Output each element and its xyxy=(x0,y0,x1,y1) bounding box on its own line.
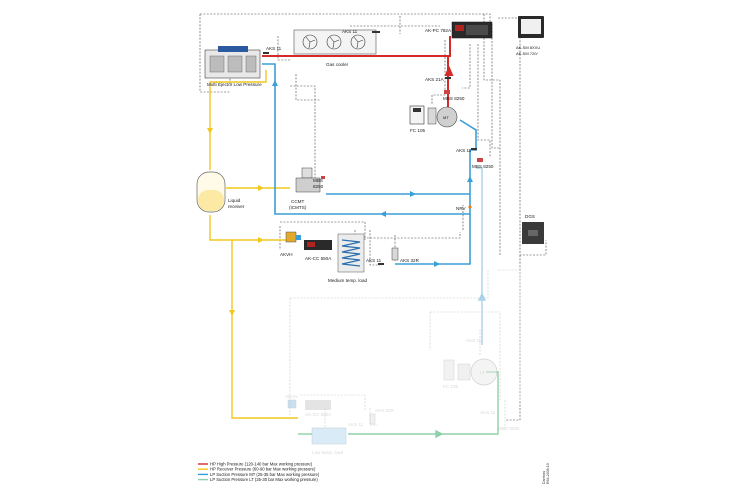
aks11-mt-sensor xyxy=(471,148,477,150)
mt-compressor: MT xyxy=(427,106,458,128)
aks11-lt-label: AKS 11 xyxy=(466,338,482,343)
legend-text-3: LP Suction Pressure LT (25-30 bar Max wo… xyxy=(210,477,318,482)
ak-cc-label: AK-CC 550A xyxy=(305,256,332,261)
dgs-label: DGS xyxy=(525,214,535,219)
akvh-lt-label: AKVH xyxy=(285,394,298,399)
lt-discharge-line xyxy=(476,167,487,345)
ak-sm-monitor: AK-SM 8XXU AK-SM 720/ xyxy=(516,16,544,56)
medium-load-label: Medium temp. load xyxy=(328,278,368,283)
lt-section: FC 105 LT AKS 11 AKVH AK-CC 550A AKS 32R… xyxy=(285,338,520,455)
akvh-label: AKVH xyxy=(280,252,293,257)
medium-temp-load: Medium temp. load xyxy=(328,233,368,283)
receiver-pressure-line xyxy=(209,70,298,419)
aks11-top-label: AKS 11 xyxy=(342,29,358,34)
ak-sm-label-2: AK-SM 720/ xyxy=(516,51,538,56)
mbs-top-label: MBS 8250 xyxy=(443,96,465,101)
aks11-mid-sensor xyxy=(378,263,384,265)
lt-label: LT xyxy=(480,370,485,375)
fc105-label: FC 105 xyxy=(410,128,426,133)
aks11-lt2-label: AKS 11 xyxy=(348,422,364,427)
lt-compressor xyxy=(470,358,498,386)
gas-cooler: Gas cooler xyxy=(293,29,377,67)
mbs-ccmt-label-2: 8250 xyxy=(313,184,324,189)
dgs-detector: DGS xyxy=(522,214,544,244)
nrv-valve xyxy=(468,205,472,209)
akvh-valve: AKVH xyxy=(280,231,301,257)
receiver-label-1: Liquid xyxy=(228,198,241,203)
liquid-receiver: Liquid receiver xyxy=(196,171,245,213)
gas-cooler-label: Gas cooler xyxy=(326,62,349,67)
low-load-label: Low temp. load xyxy=(312,450,344,455)
mbs-ccmt-label: MBS xyxy=(313,178,323,183)
nrv-label: NRV xyxy=(456,206,467,211)
aks11-mid-label: AKS 11 xyxy=(366,258,382,263)
receiver-flow-arrows xyxy=(207,128,264,316)
side-code-2: R64-2036.10 xyxy=(546,463,550,484)
aks32r-sensor: AKS 32R xyxy=(391,247,420,263)
ccmt-label-1: CCMT xyxy=(291,199,304,204)
mbs-mt-label: MBS 8250 xyxy=(472,164,494,169)
mt-flow-arrows xyxy=(272,80,473,267)
aks11-ejector-label: AKS 11 xyxy=(266,46,282,51)
mbs-lt-label: MBS 8250 xyxy=(498,426,520,431)
ak-sm-label: AK-SM 8XXU xyxy=(516,45,540,50)
lt-control-wires xyxy=(289,270,506,428)
aks21a-sensor xyxy=(445,77,451,79)
aks11-mt-label: AKS 11 xyxy=(456,148,472,153)
high-pressure-line xyxy=(262,36,454,110)
ccmt-valve: CCMT (ICMTS) MBS 8250 xyxy=(289,167,325,210)
multi-ejector: Multi Ejector Low Pressure xyxy=(204,46,262,87)
aks11-lt3-label: AKS 11 xyxy=(480,410,496,415)
aks21a-label: AKS 21A xyxy=(425,77,445,82)
aks32r-lt-label: AKS 32R xyxy=(375,408,395,413)
fc105-drive: FC 105 xyxy=(409,105,426,133)
ccmt-label-2: (ICMTS) xyxy=(289,205,307,210)
ak-pc-label: AK-PC 782A xyxy=(425,28,452,33)
ak-pc-controller: AK-PC 782A xyxy=(425,21,493,39)
mt-label: MT xyxy=(443,115,449,120)
mbs-top-sensor xyxy=(444,90,450,94)
legend-text-0: HP High Pressure (120-140 bar Max workin… xyxy=(210,461,313,466)
mbs-mt-sensor xyxy=(477,158,483,162)
pressure-legend: HP High Pressure (120-140 bar Max workin… xyxy=(198,461,320,482)
ak-cc-lt-label: AK-CC 550A xyxy=(305,412,332,417)
gas-cooler-fans xyxy=(302,34,366,50)
lt-boundary xyxy=(498,269,521,400)
aks11-ejector-sensor: AKS 11 xyxy=(263,46,282,54)
side-code-1: Danfoss xyxy=(542,471,546,484)
ejector-label: Multi Ejector Low Pressure xyxy=(207,82,262,87)
ak-cc-controller: AK-CC 550A xyxy=(304,240,332,261)
legend-text-2: LP Suction Pressure MT (25-35 bar Max wo… xyxy=(210,472,320,477)
legend-text-1: HP Receiver Pressure (60-90 bar Max work… xyxy=(210,467,316,472)
control-wires xyxy=(199,13,547,421)
low-temp-load: Low temp. load xyxy=(311,427,347,455)
drawing-code: Danfoss R64-2036.10 xyxy=(542,463,550,484)
aks11-top-sensor: AKS 11 xyxy=(342,29,380,34)
fc105-lt-label: FC 105 xyxy=(443,384,459,389)
aks32r-label: AKS 32R xyxy=(400,258,420,263)
receiver-label-2: receiver xyxy=(228,204,245,209)
